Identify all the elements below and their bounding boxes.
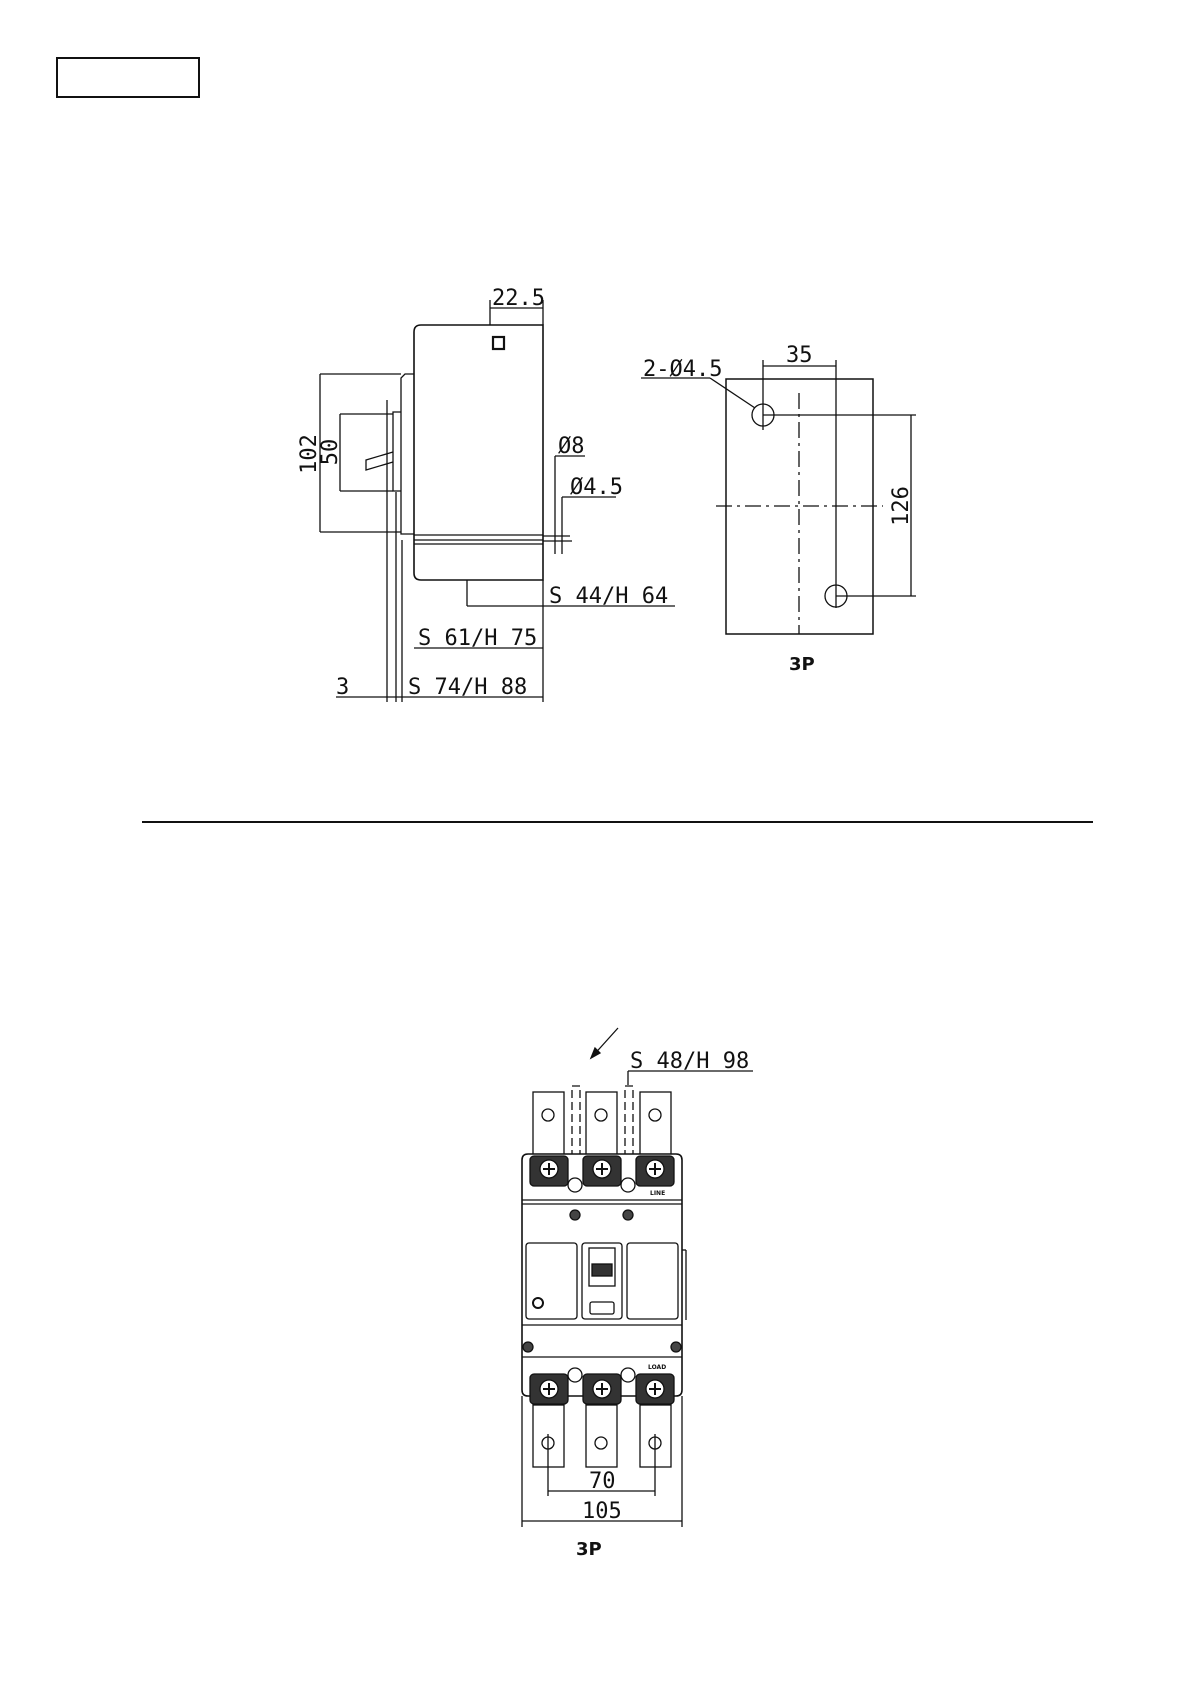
indicator-square-icon [493,337,504,349]
dim-depth-1: S 44/H 64 [549,584,668,609]
dim-terminal-extension: S 48/H 98 [630,1049,749,1074]
dim-pole-pitch: 70 [589,1469,616,1494]
dim-depth-2: S 61/H 75 [418,626,537,651]
dim-depth-3: S 74/H 88 [408,675,527,700]
label-load: LOAD [648,1364,666,1371]
dim-width: 105 [582,1499,622,1524]
front-view-caption: 3P [576,1539,602,1560]
label-line: LINE [650,1190,665,1197]
title-box [57,58,199,97]
dim-mount-holes: 2-Ø4.5 [643,357,722,382]
dim-hole-spacing-h: 35 [786,343,813,368]
dim-handle-offset: 3 [336,675,349,700]
mount-view-caption: 3P [789,654,815,675]
front-view: LINE LOAD [522,1028,753,1527]
dim-top-depth: 22.5 [492,286,545,311]
dim-hole-spacing-v: 126 [889,486,914,526]
mounting-view [641,360,916,634]
dim-handle-height: 50 [318,439,343,466]
dim-hole-dia-large: Ø8 [558,434,585,459]
dim-hole-dia-small: Ø4.5 [570,475,623,500]
